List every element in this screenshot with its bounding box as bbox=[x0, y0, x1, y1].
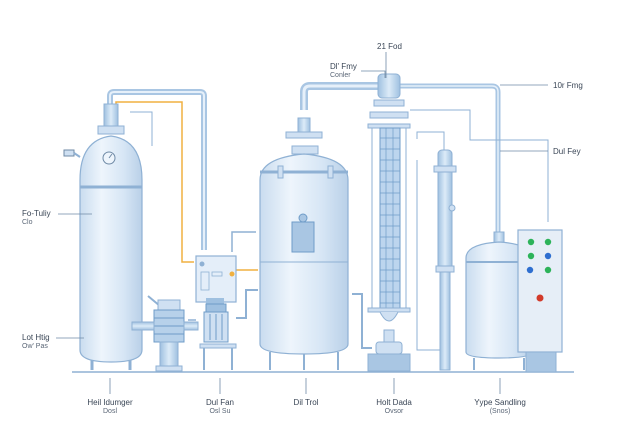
sight-glass bbox=[291, 221, 315, 253]
callout-left-upper: Fo-Tuliy Clo bbox=[22, 209, 51, 227]
callout-text: Dl' Fmy bbox=[330, 62, 357, 71]
label-subtext: Dosl bbox=[102, 408, 118, 415]
thin-column[interactable] bbox=[433, 149, 457, 371]
bottom-label-fan: Dul Fan Osl Su bbox=[206, 398, 234, 416]
label-text: Dul Fan bbox=[205, 398, 235, 407]
callout-text: Lot Htig bbox=[22, 333, 50, 342]
callout-top: 21 Fod bbox=[377, 42, 402, 51]
label-text: Dil Trol bbox=[293, 398, 319, 407]
panel-button-blue[interactable] bbox=[526, 266, 534, 274]
callout-subtext: Ow' Pas bbox=[22, 343, 48, 350]
panel-button-green[interactable] bbox=[527, 252, 535, 260]
tall-vessel[interactable] bbox=[63, 103, 143, 370]
callout-subtext: Clo bbox=[22, 219, 33, 226]
panel-button-green[interactable] bbox=[544, 238, 552, 246]
label-text: Yype Sandling bbox=[474, 398, 526, 407]
pipe-top-header bbox=[300, 82, 382, 110]
panel-button-red[interactable] bbox=[536, 294, 544, 302]
panel-button-green[interactable] bbox=[544, 266, 552, 274]
callout-text: Dul Fey bbox=[553, 147, 581, 156]
callout-subtext: Conler bbox=[330, 72, 351, 79]
control-box[interactable] bbox=[195, 255, 237, 304]
label-text: Holt Dada bbox=[376, 398, 412, 407]
pipe-network bbox=[107, 82, 549, 351]
label-subtext: Osl Su bbox=[209, 408, 231, 415]
label-subtext: (Snos) bbox=[489, 408, 511, 415]
label-text: Heil Idumger bbox=[87, 398, 133, 407]
callout-right-upper: 10r Fmg bbox=[553, 81, 583, 90]
motor[interactable] bbox=[199, 303, 237, 370]
callout-text: 21 Fod bbox=[377, 42, 402, 51]
bottom-label-column: Holt Dada Ovsor bbox=[376, 398, 412, 416]
callout-text: 10r Fmg bbox=[553, 81, 583, 90]
callout-left-lower: Lot Htig Ow' Pas bbox=[22, 333, 50, 351]
reactor-tank[interactable] bbox=[259, 117, 349, 370]
filter-pump[interactable] bbox=[131, 299, 199, 372]
bottom-label-heat-exchanger: Heil Idumger Dosl bbox=[87, 398, 132, 416]
panel-button-blue[interactable] bbox=[544, 252, 552, 260]
callout-top-center: Dl' Fmy Conler bbox=[330, 62, 357, 80]
bottom-label-tank: Dil Trol bbox=[294, 398, 319, 407]
callout-text: Fo-Tuliy bbox=[22, 209, 51, 218]
bottom-label-sampling: Yype Sandling (Snos) bbox=[474, 398, 526, 416]
callout-right-lower: Dul Fey bbox=[553, 147, 581, 156]
control-panel[interactable] bbox=[517, 229, 563, 373]
leader-lines bbox=[56, 52, 548, 394]
heat-column[interactable] bbox=[367, 73, 411, 372]
panel-button-green[interactable] bbox=[527, 238, 535, 246]
indicator-lamp-icon bbox=[229, 271, 235, 277]
label-subtext: Ovsor bbox=[384, 408, 404, 415]
